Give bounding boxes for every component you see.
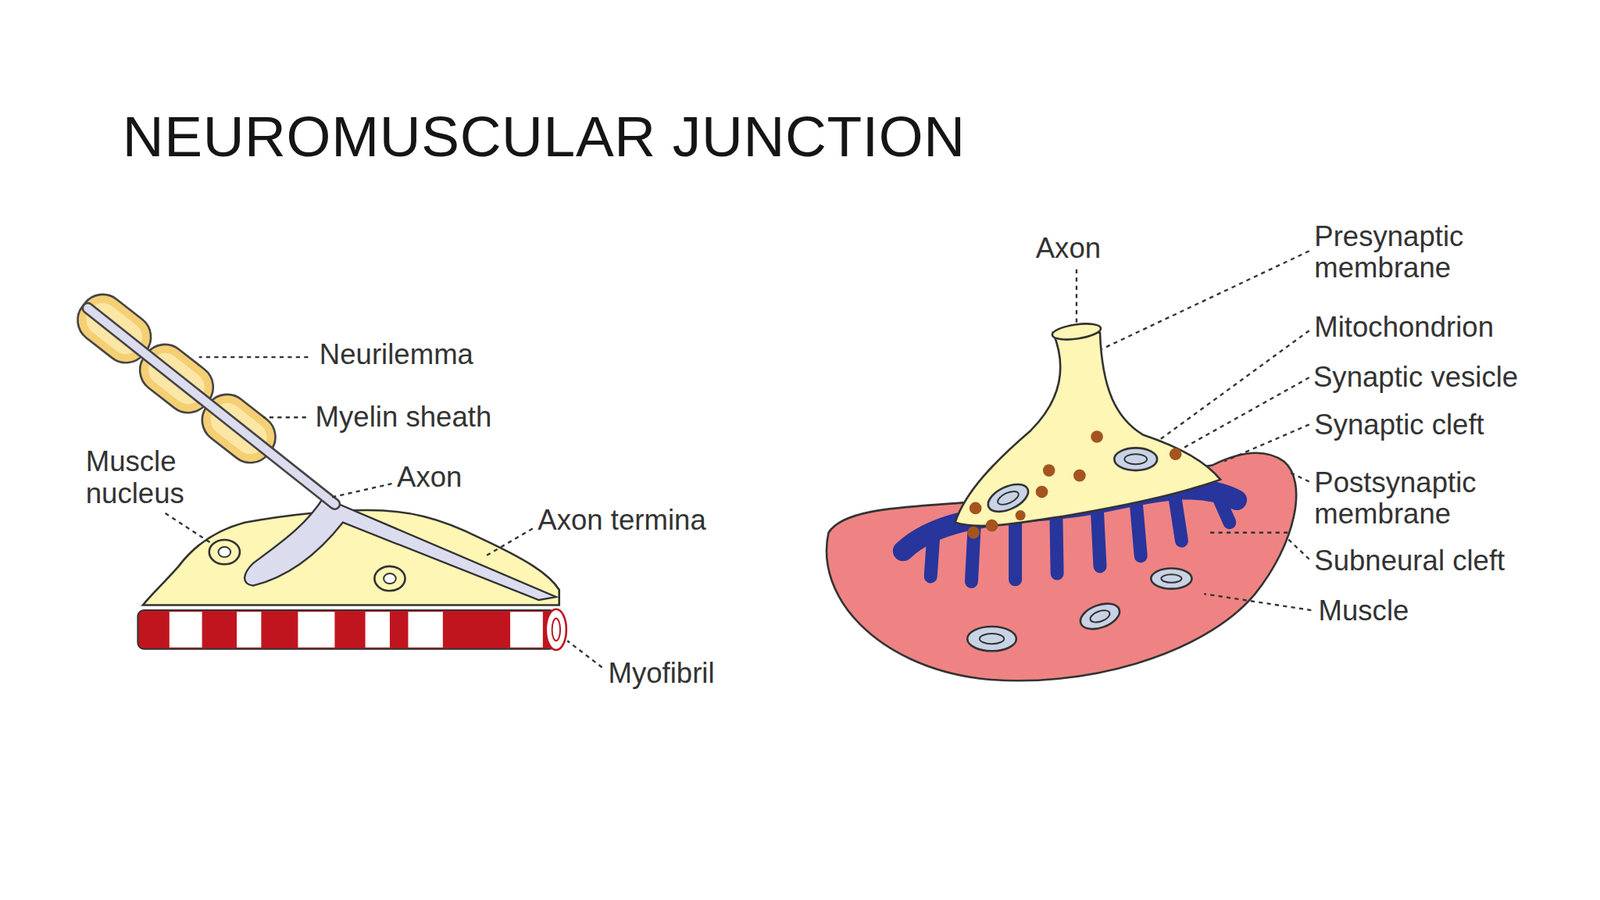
leader-line xyxy=(1287,471,1309,482)
junctional-fold xyxy=(930,532,934,577)
part-label: Mitochondrion xyxy=(1314,310,1494,343)
mitochondrion xyxy=(1114,447,1158,471)
part-label: Postsynaptic membrane xyxy=(1314,466,1504,530)
axon-terminal xyxy=(955,332,1222,526)
vesicle xyxy=(1073,469,1086,483)
synaptic-vesicles xyxy=(967,430,1182,539)
axon-terminal xyxy=(244,496,557,600)
mitochondrion-crista xyxy=(1088,607,1111,625)
mitochondrion-crista xyxy=(1124,453,1147,465)
leader-line xyxy=(1203,593,1311,611)
vesicle xyxy=(1090,430,1104,443)
mitochondrion-crista xyxy=(996,488,1022,508)
vesicle xyxy=(985,519,999,533)
stripe xyxy=(169,611,203,648)
stripe xyxy=(297,611,335,648)
left-figure xyxy=(68,285,603,668)
nucleus xyxy=(374,566,405,591)
leader-line xyxy=(1102,250,1310,349)
mitochondria xyxy=(967,447,1192,651)
part-label: Myelin sheath xyxy=(315,400,493,433)
leader-line xyxy=(165,513,213,544)
junctional-fold xyxy=(1056,512,1058,574)
part-label: Neurilemma xyxy=(319,339,474,371)
vesicle xyxy=(967,526,980,540)
part-label: Muscle nucleus xyxy=(85,446,207,510)
part-label: Presynaptic membrane xyxy=(1314,220,1504,284)
stripe xyxy=(236,611,261,648)
nucleus xyxy=(209,539,240,565)
mitochondrion-crista xyxy=(979,633,1004,644)
part-label: Myofibril xyxy=(607,657,715,689)
vesicle xyxy=(1169,447,1183,461)
part-label: Axon xyxy=(1035,232,1101,265)
leader-line xyxy=(1181,377,1309,449)
stripe xyxy=(510,611,543,648)
nucleolus xyxy=(218,546,232,558)
page-title: NEUROMUSCULAR JUNCTION xyxy=(122,107,966,165)
leader-line xyxy=(1206,532,1288,534)
stripe xyxy=(407,611,443,648)
mitochondrion-crista xyxy=(1160,574,1182,583)
leader-line xyxy=(328,483,393,498)
myofibril-end xyxy=(546,609,567,650)
part-label: Axon xyxy=(396,460,462,493)
vesicle xyxy=(969,502,983,515)
axon-cut-end xyxy=(1051,321,1103,343)
mitochondrion xyxy=(1077,598,1124,634)
leader-line xyxy=(1287,539,1309,560)
leader-line xyxy=(567,640,602,668)
leader-line xyxy=(263,416,307,418)
part-label: Muscle xyxy=(1318,594,1410,626)
vesicle xyxy=(1035,485,1049,499)
leader-line xyxy=(199,356,309,358)
nucleolus xyxy=(383,573,397,584)
mitochondrion xyxy=(1150,568,1192,590)
vesicle xyxy=(1015,510,1026,521)
myofibril-end-inner xyxy=(552,618,561,642)
junctional-fold xyxy=(1173,487,1182,541)
stripe xyxy=(365,611,390,648)
junctional-fold xyxy=(1135,497,1142,556)
leader-line xyxy=(1075,269,1078,323)
part-label: Synaptic vesicle xyxy=(1313,360,1518,393)
part-label: Axon termina xyxy=(537,503,706,536)
vesicle xyxy=(1042,464,1056,477)
leader-line xyxy=(1224,424,1309,461)
leader-line xyxy=(1157,330,1309,441)
junctional-fold xyxy=(1008,518,1022,580)
mitochondrion xyxy=(967,626,1017,651)
part-label: Synaptic cleft xyxy=(1314,409,1485,441)
mitochondrion xyxy=(984,478,1033,518)
junctional-fold xyxy=(1096,505,1100,567)
leader-line xyxy=(483,528,533,558)
part-label: Subneural cleft xyxy=(1314,544,1505,576)
leader-lines xyxy=(1076,250,1311,611)
myofibril-stripes xyxy=(169,611,543,648)
right-figure xyxy=(826,250,1311,681)
leader-lines xyxy=(165,357,603,668)
junctional-fold xyxy=(1214,487,1230,522)
myofibril-rod xyxy=(137,610,557,650)
